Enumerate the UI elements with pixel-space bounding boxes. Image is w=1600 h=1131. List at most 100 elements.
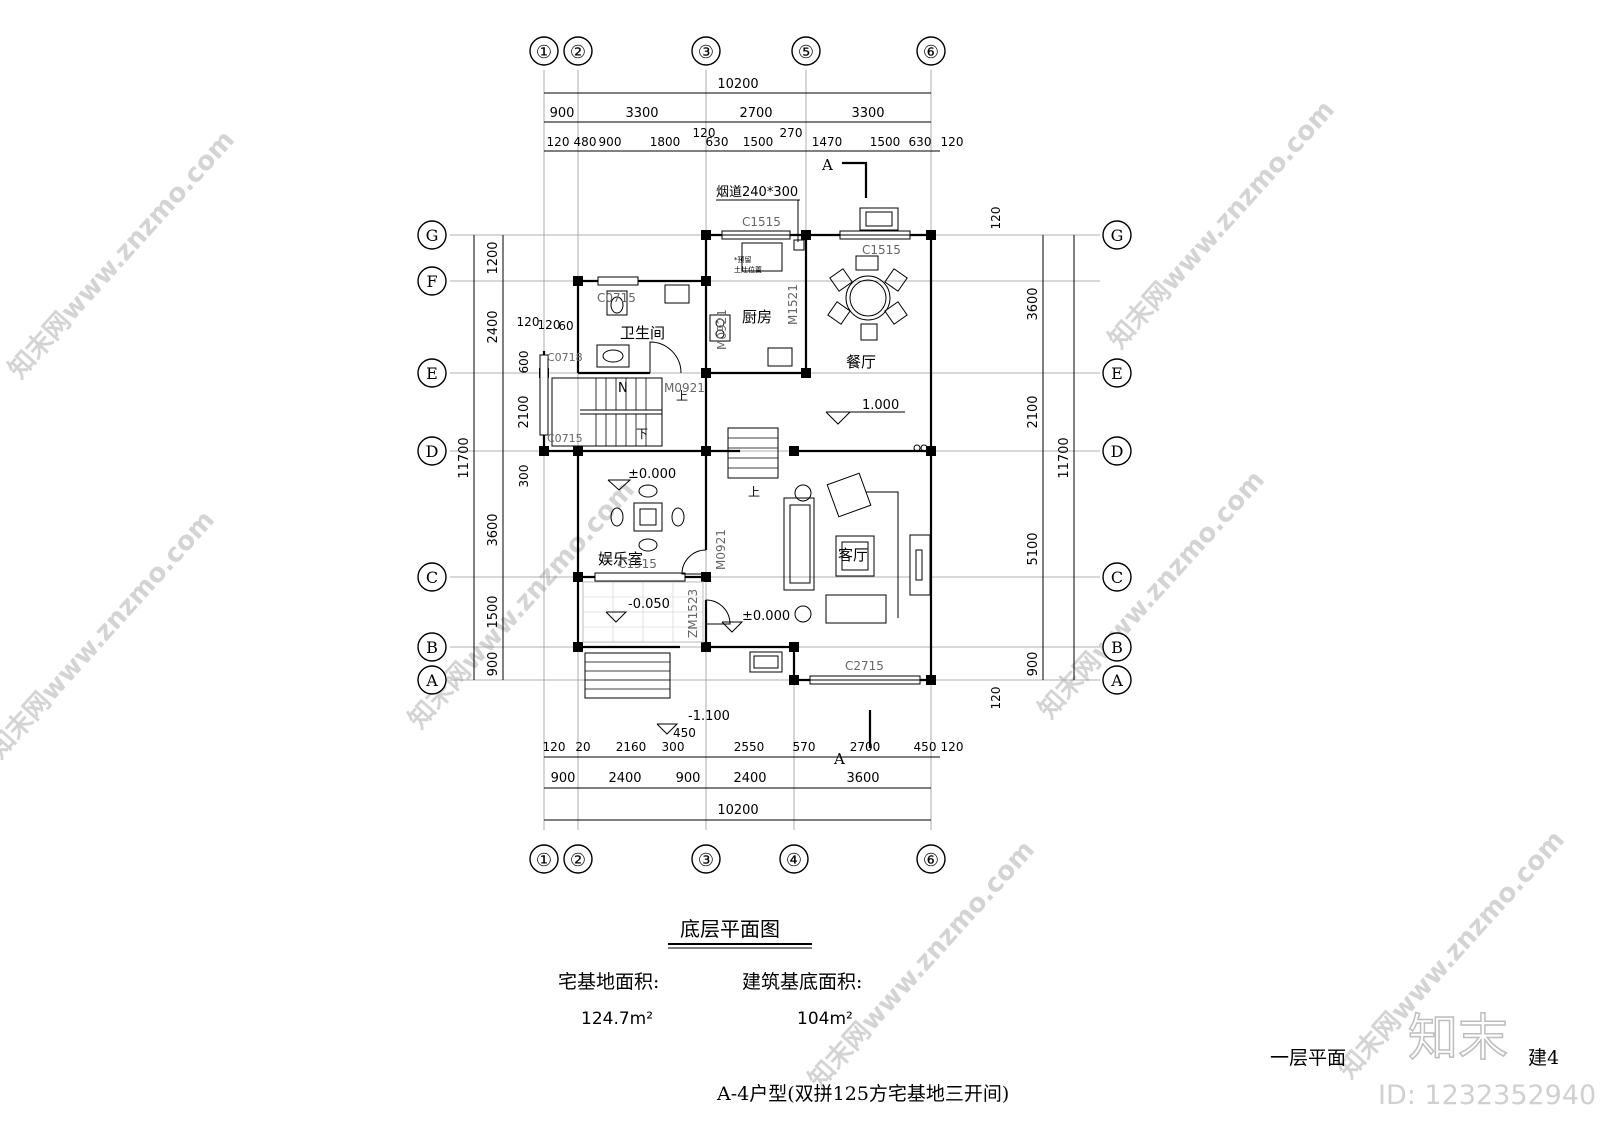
axis-label: E [1111,364,1123,383]
dim-text: 630 [706,135,729,149]
dim-text: 120 [941,135,964,149]
axis-label: G [426,226,439,245]
dim-text: 120 [543,740,566,754]
dim-text: 3600 [486,513,501,546]
dim-text: 270 [780,126,803,140]
opening-label: C1515 [862,243,901,257]
left-axis-bubbles: G F E D C B A [417,220,447,695]
north-label: N [618,381,628,396]
dim-text: 10200 [717,803,758,818]
elevation-text: 1.000 [862,398,899,413]
dim-text: 60 [558,319,573,333]
dim-text: 900 [551,771,576,786]
axis-label: A [425,671,438,690]
dim-text: 570 [793,740,816,754]
dim-text: 3600 [1026,287,1041,320]
dim-text: 120 [547,135,570,149]
dim-text: 120 [517,315,540,329]
bottom-dimensions: 120 20 2160 300 2550 570 2700 450 120 90… [543,740,964,821]
dim-text: 1500 [870,135,901,149]
drawing-title: 底层平面图 [680,917,780,941]
bottom-axis-bubbles: ① ② ③ ④ ⑥ [529,844,946,874]
dim-text: 3600 [846,771,879,786]
furniture [596,239,928,624]
dim-text: 2550 [734,740,765,754]
axis-label: B [1111,638,1123,657]
stair-up-label: 上 [676,389,688,403]
building-area-label: 建筑基底面积: [742,971,862,993]
room-labels: 厨房 卫生间 餐厅 客厅 娱乐室 [598,308,876,568]
right-dimensions: 11700 3600 2100 5100 900 120 120 [989,207,1075,709]
left-dimensions: 11700 1200 2400 600 2100 300 3600 1500 9… [457,235,574,680]
chimney-label: 烟道240*300 [716,185,798,200]
section-label: A [821,156,833,174]
watermark: 知末网www.znzmo.com [3,125,241,385]
dim-text: 120 [989,207,1003,230]
section-label: A [833,750,845,768]
watermark: 知末网www.znzmo.com [403,475,641,735]
section-marks: A A [821,156,872,768]
dim-text: 1200 [486,241,501,274]
axis-label: ① [536,42,552,63]
opening-label: C1515 [742,215,781,229]
dim-text: 2700 [850,740,881,754]
building-area-value: 104m² [797,1009,853,1029]
axis-label: ④ [786,850,802,871]
annotations: 烟道240*300 *预留 土灶位置 上 下 上 N [618,185,800,499]
dim-text: 450 [914,740,937,754]
watermark: 知末网www.znzmo.com [803,835,1041,1095]
opening-label: C0715 [547,432,583,445]
dim-text: 11700 [1057,437,1072,478]
dim-text: 1500 [486,595,501,628]
axis-label: ⑥ [923,850,939,871]
room-label: 客厅 [838,546,868,564]
dim-text: 3300 [625,106,658,121]
axis-label: A [1110,671,1123,690]
dim-text: 1800 [650,135,681,149]
axis-label: F [426,272,437,291]
axis-label: ③ [698,850,714,871]
dim-text: 900 [599,135,622,149]
elevation-text: 450 [673,726,696,740]
dim-text: 2100 [1026,395,1041,428]
dim-text: 900 [550,106,575,121]
axis-label: ③ [698,42,714,63]
opening-label: M1521 [786,284,800,325]
opening-label: C2715 [845,659,884,673]
dim-text: 600 [517,351,531,374]
axis-label: G [1111,226,1124,245]
elevation-text: ±0.000 [742,609,790,624]
dim-text: 3300 [851,106,884,121]
windows [539,207,931,685]
elevation-text: -0.050 [628,597,670,612]
land-area-value: 124.7m² [581,1009,653,1029]
opening-labels: C1515 C1515 C0715 C0718 C0715 C1515 C271… [547,215,901,673]
axis-label: ② [570,42,586,63]
axis-label: ⑤ [798,42,814,63]
opening-label: M0921 [664,381,705,395]
dim-text: 20 [575,740,590,754]
axis-label: D [426,442,439,461]
axis-label: D [1111,442,1124,461]
dim-text: 1470 [812,135,843,149]
opening-label: ZM1523 [686,589,700,638]
right-axis-bubbles: G E D C B A [1102,220,1132,695]
watermark: 知末网www.znzmo.com [1103,95,1341,355]
room-label: 厨房 [742,308,772,326]
watermark: 知末网www.znzmo.com [1033,465,1271,725]
land-area-label: 宅基地面积: [558,971,659,993]
brand-id: ID: 1232352940 [1378,1080,1596,1111]
elevation-marks: 1.000 ±0.000 ±0.000 -0.050 -1.100 450 [605,398,905,740]
opening-label: C1515 [618,557,657,571]
dim-text: 10200 [717,77,758,92]
dim-text: 900 [1026,652,1041,677]
room-label: 娱乐室 [598,550,643,568]
top-dimensions: 10200 900 3300 2700 3300 120 480 900 180… [544,77,964,152]
dim-text: 900 [676,771,701,786]
dim-text: 300 [517,465,531,488]
dim-text: 120 [941,740,964,754]
brand-logo: 知末 [1408,1009,1508,1067]
stair-up-label: 上 [748,485,760,499]
room-label: 餐厅 [846,353,876,371]
